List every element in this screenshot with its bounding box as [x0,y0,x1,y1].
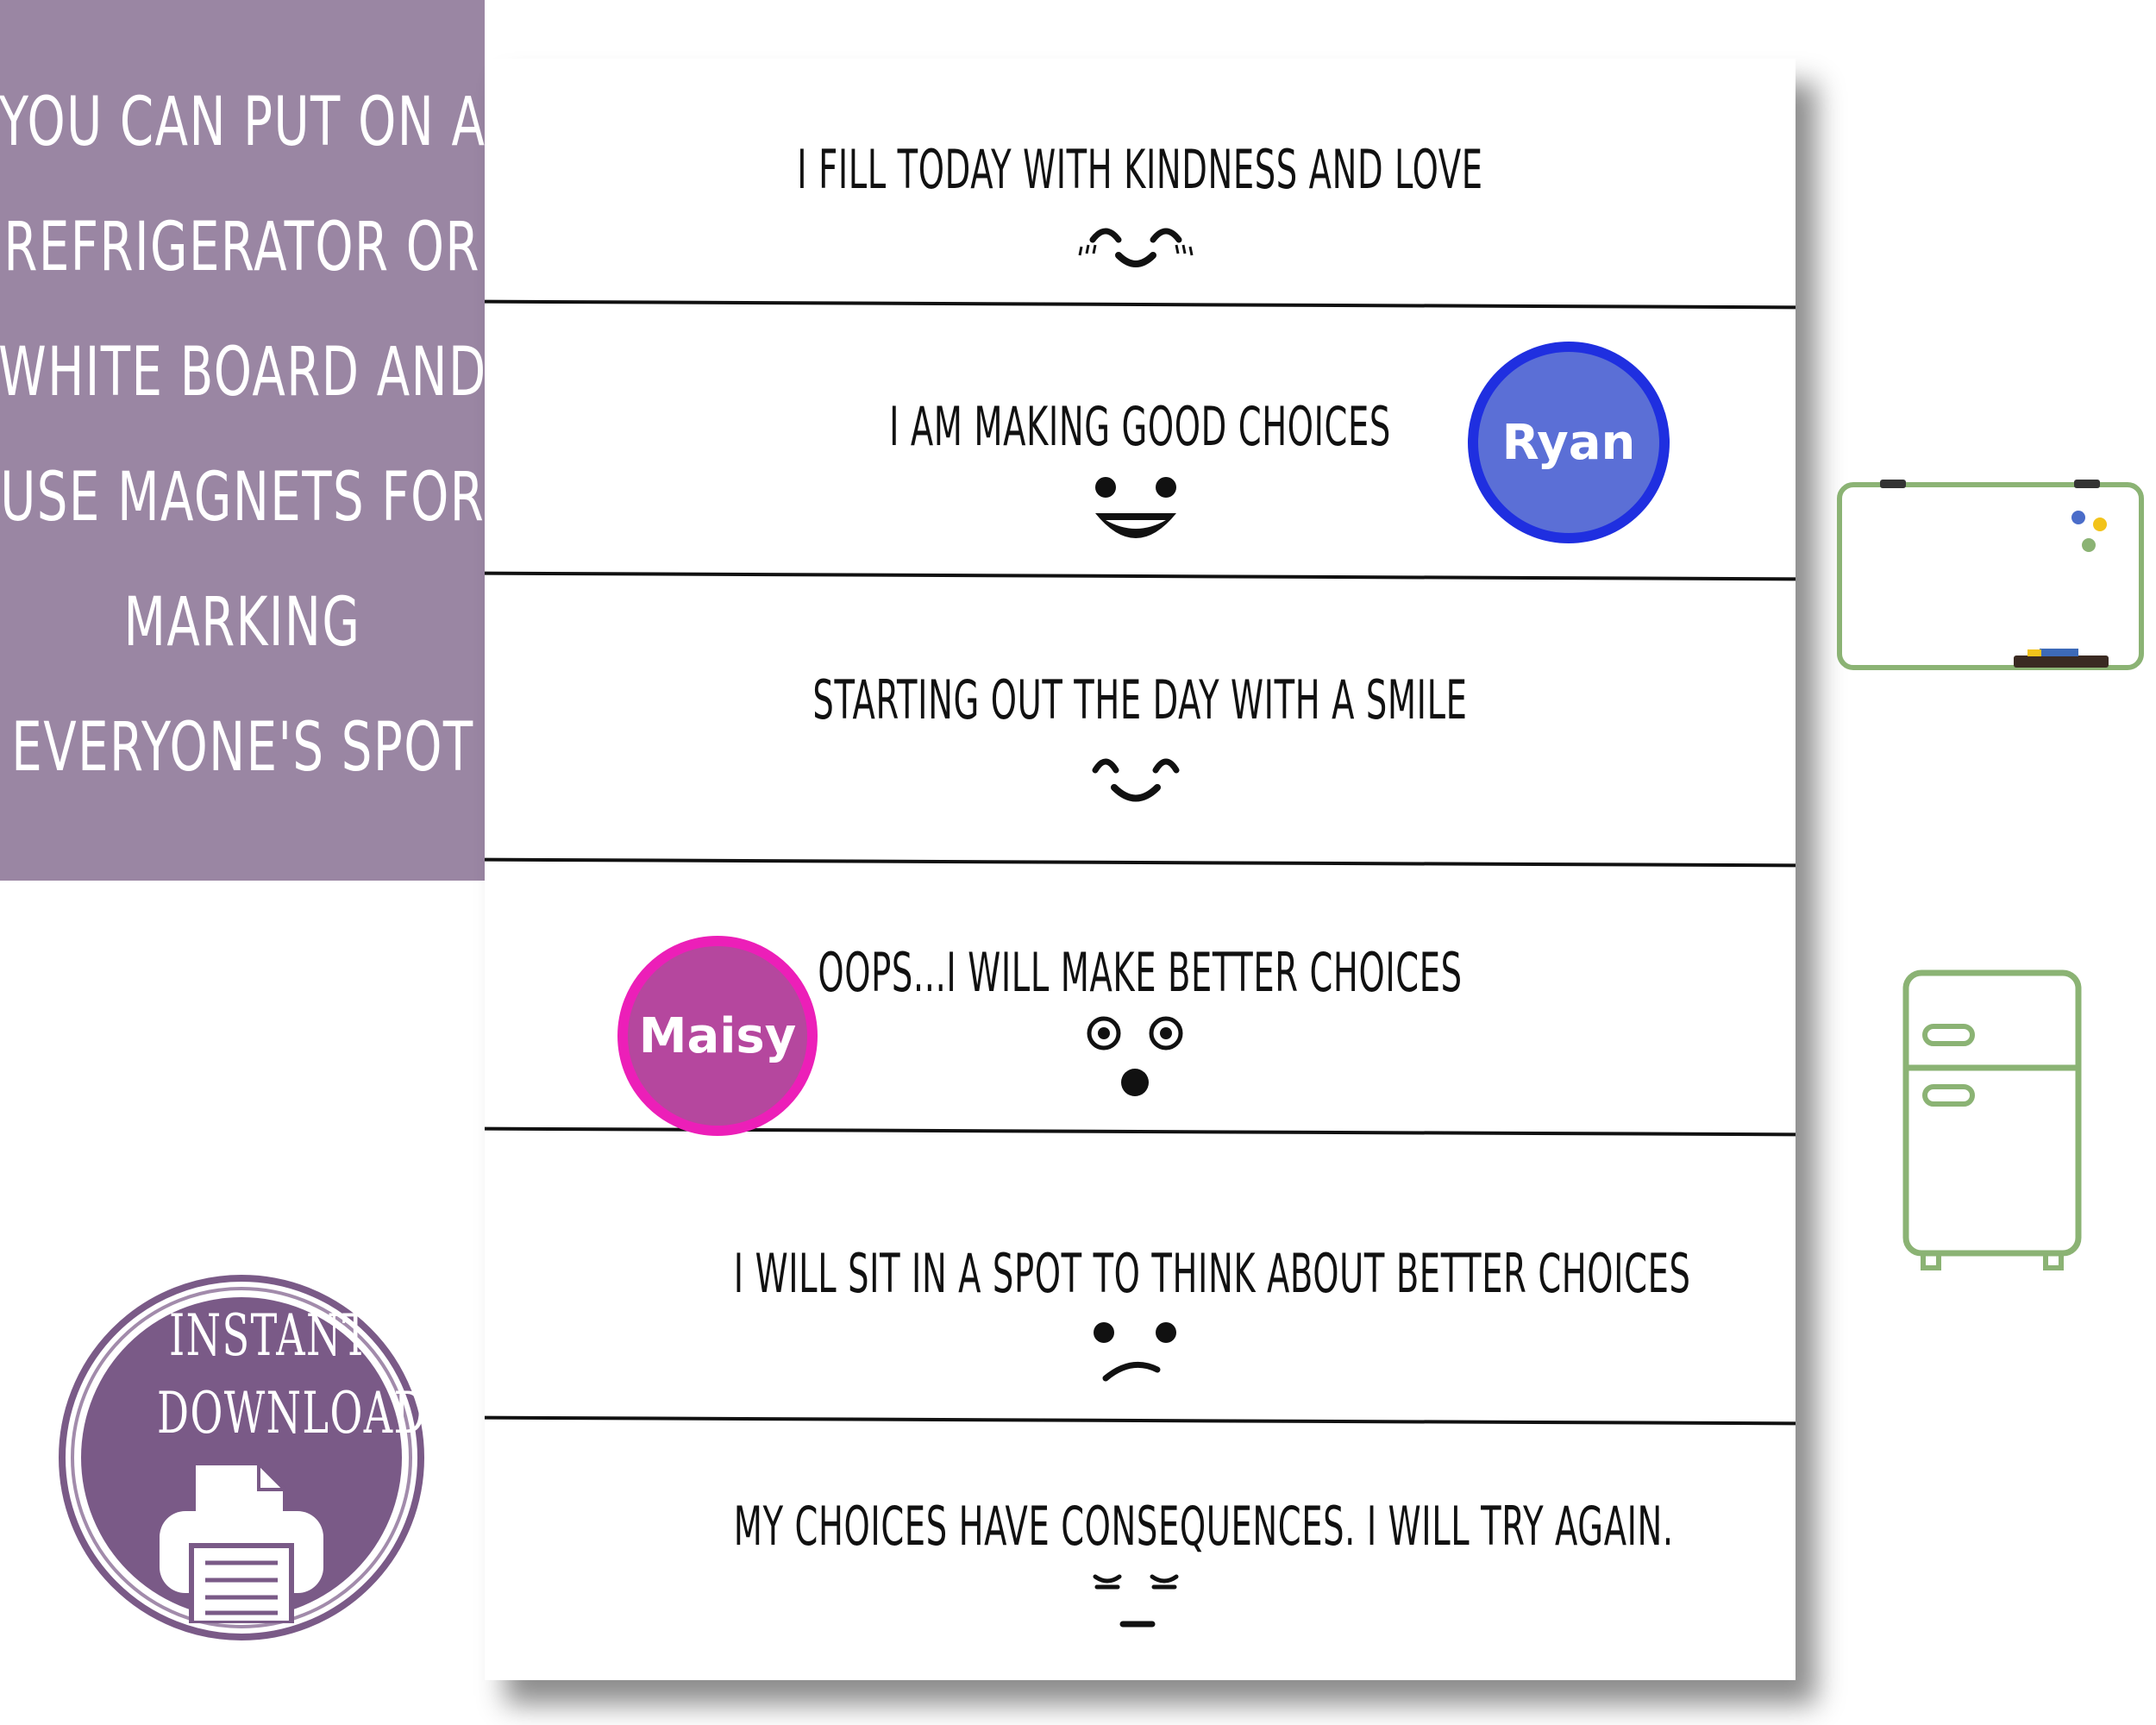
info-line: everyone's spot [10,709,474,787]
magnet-label: Ryan [1501,414,1636,471]
sad-face-icon [1094,1322,1176,1382]
row-6-text: My Choices Have consequences. I will try… [733,1495,1674,1558]
maisy-magnet[interactable]: Maisy [617,936,818,1136]
badge-line-1: Instant [169,1302,371,1369]
refrigerator-icon [1902,969,2082,1270]
printer-icon [160,1462,323,1623]
row-3-text: Starting Out the day with a smile [812,668,1468,731]
row-divider [484,857,1796,868]
magnet-label: Maisy [638,1007,797,1064]
row-divider [484,1415,1796,1426]
sleepy-face-icon [1093,1574,1179,1628]
badge-line-2: Download [157,1380,427,1446]
info-line: You can Put on a [0,84,486,161]
behavior-chart-sheet: I fill today with Kindness and Love I am… [484,59,1796,1680]
row-1-text: I fill today with Kindness and Love [797,138,1483,201]
ryan-magnet[interactable]: Ryan [1468,342,1670,543]
row-2-text: I am Making good choices [889,395,1391,458]
info-line: refrigerator or [3,209,481,286]
gentle-smile-icon [1092,758,1180,802]
row-4-text: oops...I will make better choices [818,941,1463,1004]
info-line: white board and [0,334,487,411]
row-divider [484,571,1796,581]
row-divider [484,299,1796,310]
info-box: You can Put on a refrigerator or white b… [0,0,487,881]
info-line: marking [123,584,361,662]
closed-eyes-smile-icon [1078,228,1194,267]
surprised-face-icon [1087,1016,1183,1096]
whiteboard-icon [1837,480,2144,670]
big-grin-icon [1095,477,1176,538]
row-5-text: I will Sit In a spot to think about bett… [733,1242,1691,1305]
info-line: use magnets for [0,459,485,536]
